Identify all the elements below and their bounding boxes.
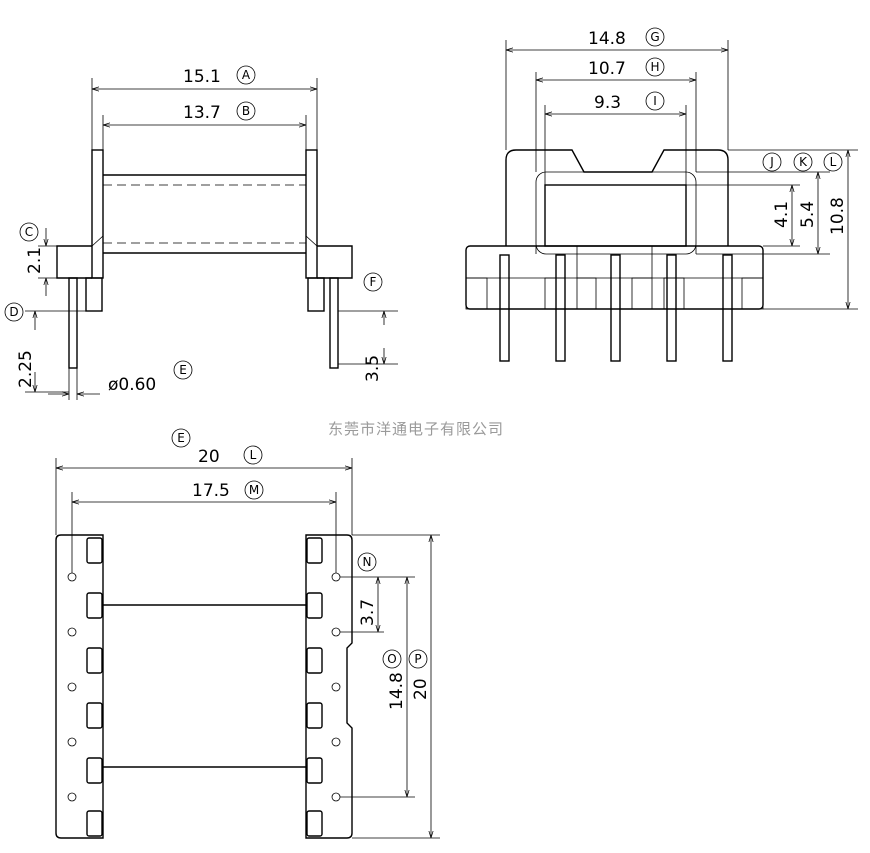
dim-N-tag: N (363, 555, 372, 569)
dim-B-value: 13.7 (183, 103, 221, 123)
right-base (317, 245, 353, 279)
dim-C-tag: C (25, 225, 33, 239)
dim-H-tag: H (650, 60, 659, 74)
dim-G-value: 14.8 (588, 29, 626, 49)
dim-P-tag: P (414, 652, 421, 666)
dim-P-value: 20 (411, 678, 431, 700)
dim-3.7-value: 3.7 (358, 599, 378, 626)
dim-M-value: 17.5 (192, 481, 230, 501)
dim-L-tag-bottom: L (250, 448, 257, 462)
front-body-outline (505, 149, 729, 246)
dim-F-tag: F (370, 275, 377, 289)
dim-I-tag: I (653, 94, 657, 108)
dim-M-tag: M (249, 483, 259, 497)
dim-3.5-value: 3.5 (363, 355, 383, 382)
dim-A-tag: A (242, 68, 251, 82)
left-rail (55, 534, 104, 839)
dim-4.1-value: 4.1 (772, 201, 792, 228)
right-flange (305, 149, 318, 279)
company-watermark: 东莞市洋通电子有限公司 (328, 420, 504, 438)
dim-D-tag: D (9, 305, 18, 319)
dim-G-tag: G (650, 30, 659, 44)
right-rail (305, 534, 353, 839)
dim-B-tag: B (242, 104, 250, 118)
dim-K-tag: K (799, 155, 808, 169)
left-base (56, 245, 92, 279)
dim-O-value: 14.8 (387, 672, 407, 710)
dim-I-value: 9.3 (594, 93, 621, 113)
dim-A-value: 15.1 (183, 67, 221, 87)
left-flange (91, 149, 104, 279)
front-view: 14.8 G 10.7 H 9.3 I J K L 4.1 (465, 27, 858, 362)
dim-J-tag: J (769, 155, 774, 169)
bottom-view: E 20 L 17.5 M N 3.7 14.8 O 20 (55, 428, 440, 839)
dim-10.8-value: 10.8 (828, 197, 848, 235)
dim-H-value: 10.7 (588, 59, 626, 79)
center-window (544, 184, 687, 247)
side-view: 15.1 A 13.7 B C 2.1 D 2.25 ø0.60 E (4, 65, 398, 400)
dim-2.25-value: 2.25 (16, 350, 36, 388)
dim-20-width-value: 20 (198, 447, 220, 467)
left-pin (68, 277, 78, 369)
dim-pin-diameter-value: ø0.60 (108, 375, 156, 395)
dim-L-tag: L (830, 155, 837, 169)
front-base (465, 245, 764, 310)
right-pin (329, 277, 339, 369)
dim-E-tag-bottom: E (177, 431, 185, 445)
dim-5.4-value: 5.4 (798, 201, 818, 228)
dim-2.1-value: 2.1 (25, 247, 45, 274)
dim-O-tag: O (387, 652, 396, 666)
dim-E-tag: E (179, 363, 187, 377)
